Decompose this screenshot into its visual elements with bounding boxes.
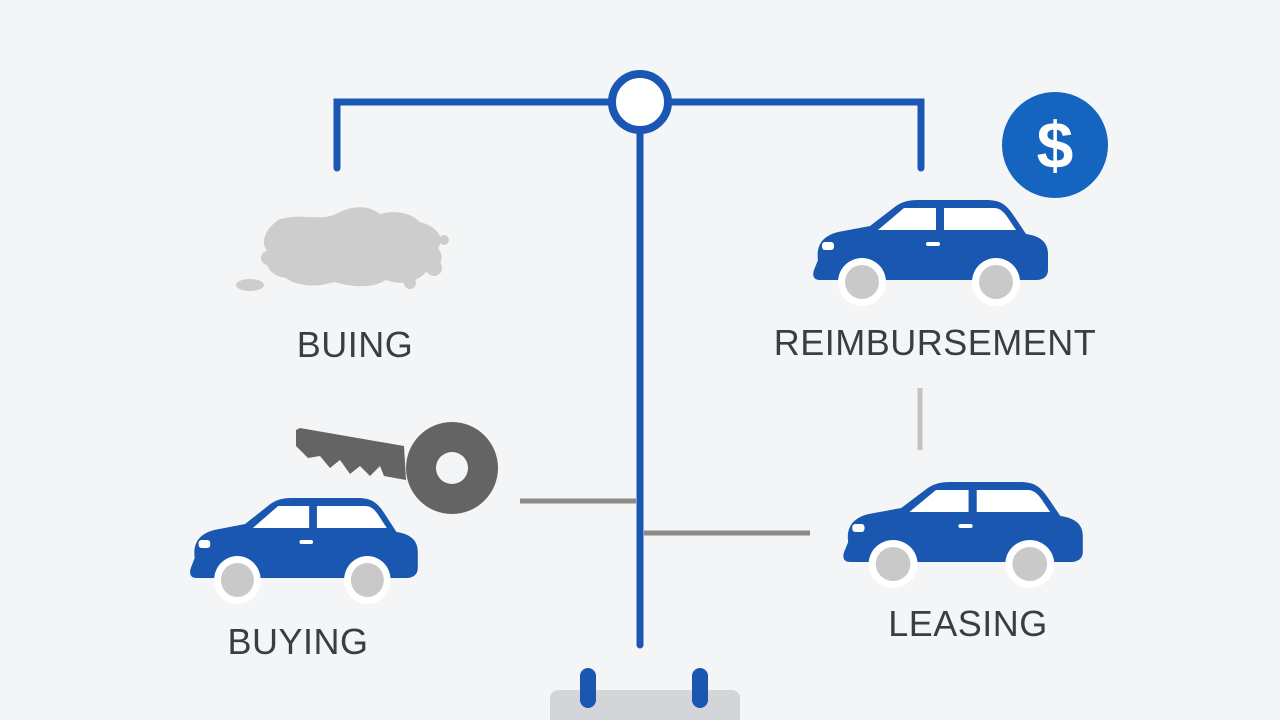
label-buing: BUING [296,324,414,365]
car-icon-leasing [843,482,1083,588]
calendar-icon [550,668,740,720]
key-icon [296,422,498,514]
label-buying: BUYING [227,621,369,662]
car-icon-buying [190,498,418,604]
label-reimbursement: REIMBURSEMENT [773,322,1097,363]
paint-splash-icon [236,207,449,291]
svg-text:$: $ [1037,108,1074,182]
label-leasing: LEASING [888,603,1048,644]
dollar-icon: $ [1002,92,1108,198]
car-icon-reimbursement [813,200,1048,306]
scale-icon [333,70,925,649]
